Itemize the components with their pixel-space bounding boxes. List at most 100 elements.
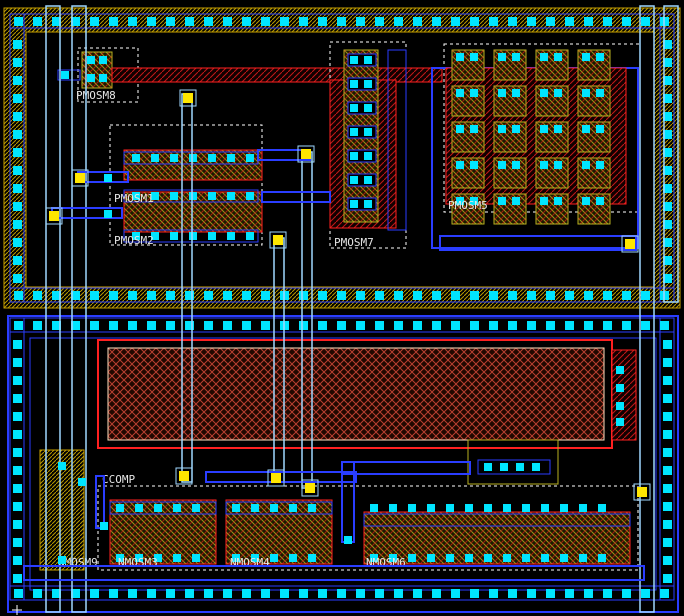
contact: [408, 554, 416, 562]
contact: [560, 504, 568, 512]
contact: [582, 197, 590, 205]
contact: [394, 291, 403, 300]
contact: [663, 484, 672, 493]
contact: [603, 17, 612, 26]
contact: [522, 554, 530, 562]
contact: [350, 152, 358, 160]
contact: [135, 504, 143, 512]
contact: [470, 53, 478, 61]
ccomp-capacitor[interactable]: CCOMP: [97, 339, 637, 486]
contact: [270, 504, 278, 512]
contact: [13, 112, 22, 121]
contact: [13, 256, 22, 265]
contact: [13, 502, 22, 511]
contact: [582, 161, 590, 169]
contact: [596, 161, 604, 169]
contact: [596, 197, 604, 205]
contact: [527, 17, 536, 26]
contact: [52, 321, 61, 330]
contact: [512, 53, 520, 61]
contact: [663, 130, 672, 139]
contact: [299, 17, 308, 26]
contact: [189, 154, 197, 162]
contact: [208, 232, 216, 240]
contact: [13, 430, 22, 439]
contact: [14, 589, 23, 598]
contact: [109, 291, 118, 300]
contact: [622, 589, 631, 598]
contact: [560, 554, 568, 562]
contact: [33, 321, 42, 330]
contact: [227, 154, 235, 162]
contact: [132, 192, 140, 200]
contact: [446, 504, 454, 512]
contact: [663, 412, 672, 421]
contact: [622, 321, 631, 330]
contact: [318, 17, 327, 26]
contact: [540, 197, 548, 205]
contact: [663, 256, 672, 265]
contact: [660, 321, 669, 330]
pmos-m7[interactable]: PMOSM7: [329, 41, 407, 249]
contact: [584, 17, 593, 26]
contact: [147, 291, 156, 300]
contact: [189, 232, 197, 240]
contact: [546, 321, 555, 330]
contact: [663, 166, 672, 175]
contact: [394, 17, 403, 26]
contact: [261, 321, 270, 330]
label-nmos-m6: NMOSM6: [366, 556, 406, 569]
contact: [663, 340, 672, 349]
contact: [71, 321, 80, 330]
contact: [90, 291, 99, 300]
contact: [128, 291, 137, 300]
contact: [189, 192, 197, 200]
contact: [663, 520, 672, 529]
contact: [489, 17, 498, 26]
contact: [251, 504, 259, 512]
contact: [208, 192, 216, 200]
contact: [498, 197, 506, 205]
contact: [13, 556, 22, 565]
contact: [185, 321, 194, 330]
contact: [208, 154, 216, 162]
cursor-crosshair: [12, 605, 22, 615]
contact: [116, 504, 124, 512]
pmos-m1-m2[interactable]: PMOSM1 PMOSM2: [109, 124, 263, 247]
contact: [13, 76, 22, 85]
contact: [318, 321, 327, 330]
contact: [432, 291, 441, 300]
contact: [337, 17, 346, 26]
contact: [663, 394, 672, 403]
contact: [470, 125, 478, 133]
label-nmos-m3: NMOSM3: [118, 556, 158, 569]
contact: [87, 74, 95, 82]
contact: [456, 53, 464, 61]
contact: [52, 589, 61, 598]
nmos-row[interactable]: NMOSM9 NMOSM3 NMOSM4 NMOSM6: [39, 449, 639, 571]
contact: [356, 321, 365, 330]
contact: [337, 321, 346, 330]
contact: [370, 504, 378, 512]
contact: [582, 53, 590, 61]
contact: [192, 504, 200, 512]
contact: [13, 538, 22, 547]
contact: [204, 17, 213, 26]
contact: [663, 76, 672, 85]
contact: [663, 112, 672, 121]
contact: [470, 321, 479, 330]
contact: [13, 484, 22, 493]
contact: [99, 74, 107, 82]
contact: [90, 17, 99, 26]
contact: [109, 17, 118, 26]
contact: [540, 89, 548, 97]
contact: [232, 504, 240, 512]
contact: [13, 466, 22, 475]
contact: [446, 554, 454, 562]
contact: [364, 128, 372, 136]
pmos-m5[interactable]: PMOSM5: [431, 43, 641, 249]
contact: [128, 321, 137, 330]
contact: [375, 321, 384, 330]
contact: [13, 448, 22, 457]
